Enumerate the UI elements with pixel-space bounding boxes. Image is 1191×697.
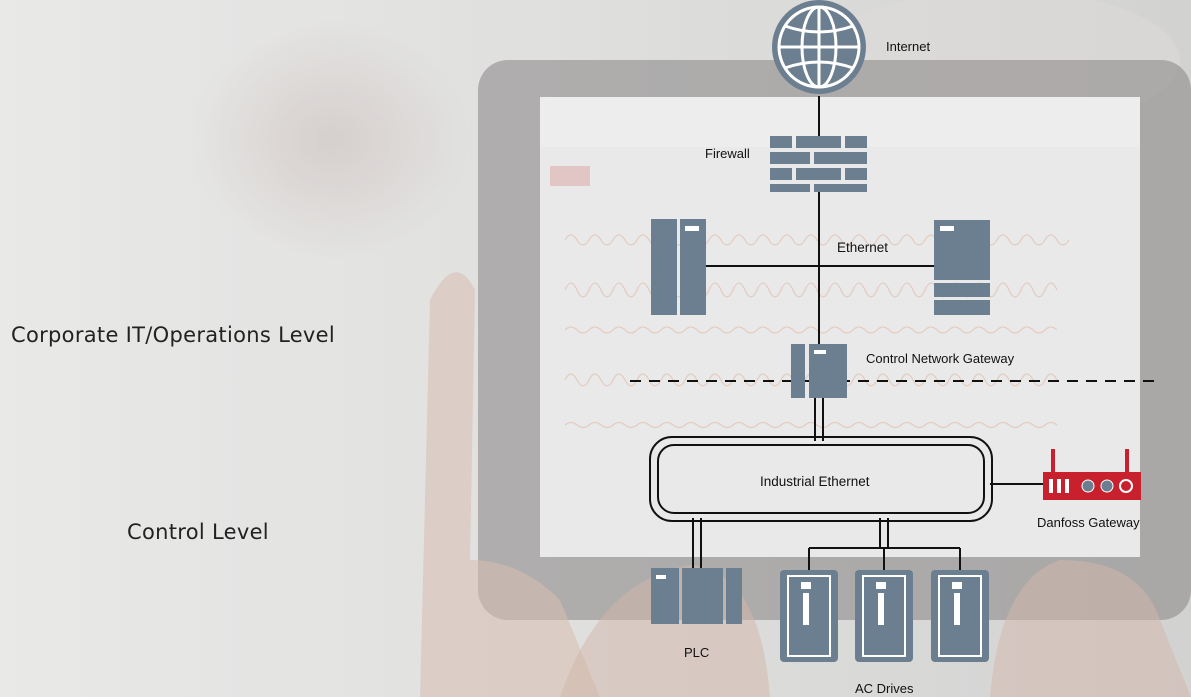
router-icon bbox=[1043, 449, 1141, 500]
ac-drive-icon-1 bbox=[780, 570, 838, 662]
control-level-label: Control Level bbox=[127, 520, 269, 544]
globe-icon bbox=[772, 0, 866, 94]
server-icon-right bbox=[934, 220, 990, 315]
plc-label: PLC bbox=[684, 645, 710, 660]
internet-label: Internet bbox=[886, 39, 931, 54]
industrial-ethernet-ring bbox=[649, 436, 993, 522]
firewall-label: Firewall bbox=[705, 146, 750, 161]
ac-drives-label: AC Drives bbox=[855, 681, 914, 696]
industrial-ethernet-label: Industrial Ethernet bbox=[760, 474, 870, 489]
ethernet-label: Ethernet bbox=[837, 240, 889, 255]
control-network-gateway-label: Control Network Gateway bbox=[866, 351, 1015, 366]
connection-lines bbox=[692, 96, 1043, 570]
server-icon-left bbox=[651, 219, 706, 315]
ac-drive-icon-2 bbox=[855, 570, 913, 662]
plc-icon bbox=[651, 568, 742, 624]
network-gateway-icon bbox=[791, 344, 847, 398]
ac-drive-icon-3 bbox=[931, 570, 989, 662]
brick-wall-icon bbox=[770, 136, 867, 192]
corporate-level-label: Corporate IT/Operations Level bbox=[11, 323, 336, 347]
danfoss-gateway-label: Danfoss Gateway bbox=[1037, 515, 1140, 530]
